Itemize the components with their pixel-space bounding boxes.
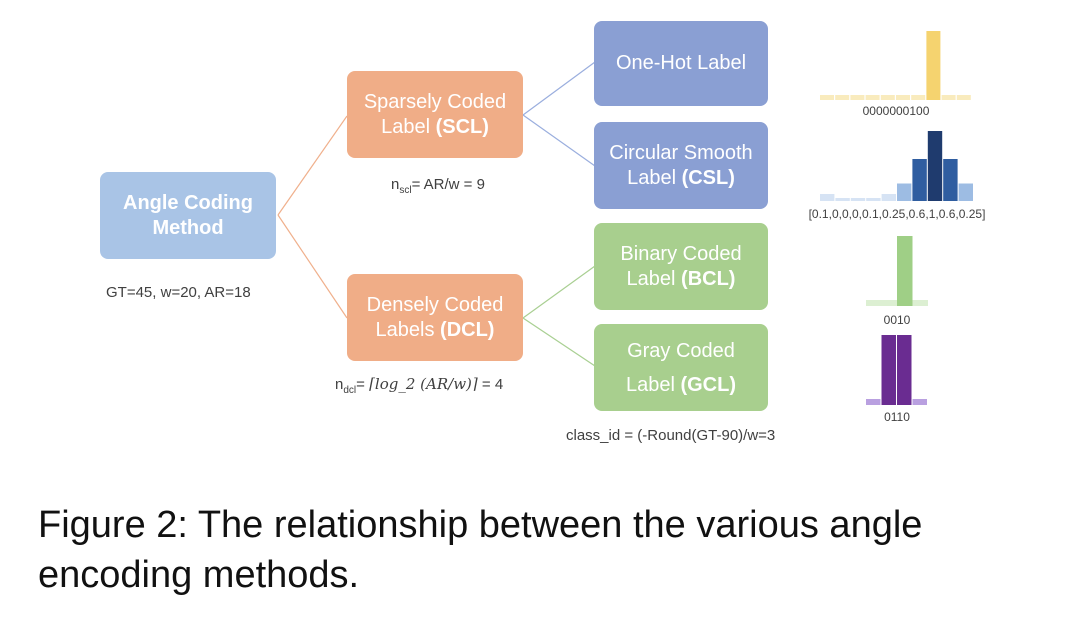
- connector-scl-csl: [522, 114, 596, 167]
- onehot-code-label: 0000000100: [862, 104, 930, 118]
- code-bar: [850, 198, 866, 201]
- nscl-formula: nscl= AR/w = 9: [391, 176, 485, 196]
- node-line: Labels (DCL): [376, 318, 495, 343]
- code-bar: [897, 183, 912, 201]
- csl-bars: [820, 131, 973, 201]
- node-abbrev: (DCL): [440, 318, 495, 341]
- formula-text: = 4: [477, 376, 504, 393]
- gcl-bars: [866, 335, 927, 405]
- code-bar: [912, 300, 928, 306]
- caption-text: Figure 2: The relationship between the v…: [38, 504, 923, 596]
- node-line: Angle Coding: [123, 191, 253, 214]
- code-bar: [897, 335, 912, 405]
- code-bar: [912, 399, 927, 405]
- scl-node: Sparsely Coded Label (SCL): [347, 71, 523, 158]
- node-line: Label (BCL): [627, 267, 736, 292]
- bcl-node: Binary Coded Label (BCL): [594, 223, 768, 310]
- code-bar: [958, 183, 973, 201]
- formula-symbol: n: [391, 176, 400, 193]
- code-bar: [943, 159, 958, 201]
- connector-root-dcl: [277, 214, 348, 319]
- node-abbrev: (GCL): [680, 373, 737, 396]
- node-line: Label (SCL): [381, 115, 489, 140]
- code-bar: [850, 95, 865, 100]
- formula-math: ⌈log_2 (AR/w)⌉: [369, 375, 478, 393]
- formula-symbol: n: [335, 376, 344, 393]
- params-note: GT=45, w=20, AR=18: [106, 284, 251, 301]
- onehot-bars: [820, 31, 971, 100]
- code-bar: [956, 95, 971, 100]
- connector-scl-onehot: [522, 61, 596, 116]
- formula-subscript: dcl: [343, 385, 357, 396]
- code-bar: [866, 198, 881, 201]
- code-bar: [881, 335, 896, 405]
- code-bar: [820, 95, 834, 100]
- connector-lines: [277, 31, 973, 405]
- bcl-bars: [866, 236, 928, 306]
- csl-code-label: [0.1,0,0,0,0.1,0.25,0.6,1,0.6,0.25]: [808, 207, 986, 221]
- onehot-node: One-Hot Label: [594, 21, 768, 106]
- formula-text: =: [356, 376, 370, 393]
- code-bar: [835, 95, 850, 100]
- dcl-node: Densely Coded Labels (DCL): [347, 274, 523, 361]
- node-abbrev: (CSL): [681, 166, 735, 189]
- gcl-node: Gray Coded Label (GCL): [594, 324, 768, 411]
- node-line: One-Hot Label: [615, 52, 747, 74]
- angle-coding-method-node: Angle Coding Method: [100, 172, 276, 259]
- code-bar: [911, 95, 926, 100]
- code-bar: [912, 159, 927, 201]
- connector-root-scl: [277, 115, 348, 216]
- node-line: Binary Coded: [620, 242, 742, 265]
- code-bar: [865, 95, 880, 100]
- figure-caption: Figure 2: The relationship between the v…: [38, 500, 1068, 600]
- code-bar: [835, 198, 850, 201]
- connector-dcl-gcl: [522, 317, 596, 367]
- code-bar: [880, 95, 895, 100]
- node-text: Label: [625, 373, 681, 396]
- node-line: Sparsely Coded: [363, 90, 507, 113]
- node-text: Label: [626, 267, 682, 290]
- code-bar: [820, 194, 835, 201]
- node-text: Labels: [375, 318, 441, 341]
- node-text: Label: [627, 166, 682, 189]
- csl-node: Circular Smooth Label (CSL): [594, 122, 768, 209]
- code-bar: [926, 31, 941, 100]
- node-line: Label (GCL): [626, 368, 736, 402]
- code-bar: [881, 300, 897, 306]
- class-id-note: class_id = (-Round(GT-90)/w=3: [566, 427, 776, 444]
- code-bar: [866, 300, 882, 306]
- node-text: Label: [381, 115, 436, 138]
- node-line: Densely Coded: [366, 293, 504, 316]
- diagram: Angle Coding Method Sparsely Coded Label…: [100, 21, 986, 444]
- node-line: Gray Coded: [627, 339, 735, 362]
- node-abbrev: (BCL): [681, 267, 736, 290]
- code-bar: [941, 95, 956, 100]
- formula-text: = AR/w = 9: [411, 176, 485, 193]
- node-line: Label (CSL): [627, 166, 735, 191]
- node-line: Method: [152, 216, 224, 239]
- code-bar: [896, 95, 910, 100]
- code-bar: [897, 236, 913, 306]
- ndcl-formula: ndcl= ⌈log_2 (AR/w)⌉ = 4: [335, 375, 503, 396]
- code-bar: [927, 131, 943, 201]
- bcl-code-label: 0010: [883, 313, 911, 327]
- code-bar: [881, 194, 896, 201]
- node-line: Circular Smooth: [609, 141, 753, 164]
- node-abbrev: (SCL): [435, 115, 489, 138]
- formula-subscript: scl: [399, 185, 412, 196]
- connector-dcl-bcl: [522, 265, 596, 319]
- code-bar: [866, 399, 881, 405]
- gcl-code-label: 0110: [884, 410, 910, 424]
